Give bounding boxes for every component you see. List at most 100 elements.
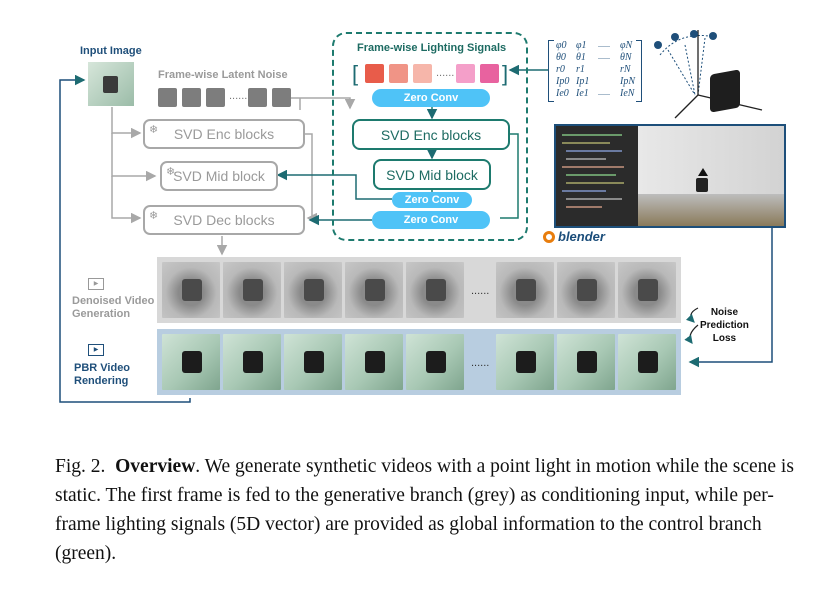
svd-mid-block-grey: ❄ SVD Mid block [160,161,278,191]
video-frame [162,334,220,390]
noise-square [248,88,267,107]
noise-square [182,88,201,107]
svd-dec-blocks-grey: ❄ SVD Dec blocks [143,205,305,235]
noise-square [158,88,177,107]
blender-logo-text: blender [558,229,605,244]
frame-object [577,279,597,301]
frame-object [243,279,263,301]
svd-enc-blocks-grey: ❄ SVD Enc blocks [143,119,305,149]
frame-object [516,351,536,373]
zero-conv-mid: Zero Conv [392,192,472,208]
video-frame [406,262,464,318]
frame-object [304,279,324,301]
matrix-cell: ...... [598,40,610,49]
matrix-cell: φN [620,40,633,51]
figure-caption: Fig. 2. Overview. We generate synthetic … [55,452,795,568]
matrix-cell: Ip0 [556,76,570,87]
latent-noise-label: Frame-wise Latent Noise [158,69,288,81]
bracket-right: ] [502,61,509,86]
matrix-cell: r0 [556,64,565,75]
input-image [88,62,134,106]
caption-title: Overview [115,456,196,477]
matrix-cell: θ1 [576,52,586,63]
denoised-video-row: ...... [157,257,681,323]
signal-ellipsis: ...... [436,67,455,79]
matrix-cell: ...... [598,88,610,97]
svd-dec-grey-label: SVD Dec blocks [173,212,275,228]
frame-object [516,279,536,301]
video-frame [557,262,615,318]
light-source-icon [690,30,698,38]
matrix-bracket-right [636,40,642,102]
frame-object [638,279,658,301]
blender-render-panel [554,124,786,228]
frame-object [638,351,658,373]
video-frame [345,262,403,318]
frame-ellipsis: ...... [471,285,490,297]
matrix-cell: Ie0 [556,88,569,99]
frame-object [577,351,597,373]
control-branch-region [332,32,528,241]
pbr-icon: ▶ [88,344,104,356]
zero-conv-bottom: Zero Conv [372,211,490,229]
noise-square [272,88,291,107]
zero-conv-top: Zero Conv [372,89,490,107]
loss-label: Noise Prediction Loss [700,307,749,344]
video-frame [345,334,403,390]
video-frame [557,334,615,390]
frozen-icon: ❄ [149,124,159,136]
frame-object [365,279,385,301]
lighting-signals-label: Frame-wise Lighting Signals [357,42,507,54]
video-frame [223,262,281,318]
caption-text: . We generate synthetic videos with a po… [55,456,794,564]
video-frame [618,262,676,318]
input-image-label: Input Image [80,45,142,57]
light-source-icon [709,32,717,40]
video-frame [284,262,342,318]
pbr-label: PBR Video Rendering [74,362,131,387]
svd-enc-blocks-green: SVD Enc blocks [352,119,510,150]
video-frame [496,334,554,390]
matrix-cell: ...... [598,52,610,61]
blender-logo: blender [543,229,605,244]
light-source-icon [654,41,662,49]
frame-object [304,351,324,373]
matrix-cell: θ0 [556,52,566,63]
bracket-left: [ [352,61,359,86]
frame-object [365,351,385,373]
video-frame [618,334,676,390]
matrix-bracket-left [548,40,554,102]
signal-square [365,64,384,83]
frame-object [182,279,202,301]
frame-object [426,279,446,301]
frozen-icon: ❄ [166,166,176,178]
frame-ellipsis: ...... [471,357,490,369]
denoised-icon: ▶ [88,278,104,290]
matrix-cell: rN [620,64,631,75]
denoised-label: Denoised Video Generation [72,295,155,320]
signal-square [456,64,475,83]
blender-logo-icon [543,230,555,243]
matrix-cell: IeN [620,88,635,99]
pbr-video-row: ...... [157,329,681,395]
frame-object [426,351,446,373]
signal-square [389,64,408,83]
noise-square [206,88,225,107]
frame-object [243,351,263,373]
light-source-icon [671,33,679,41]
signal-square [413,64,432,83]
matrix-cell: φ1 [576,40,587,51]
svd-mid-grey-label: SVD Mid block [173,168,265,184]
svd-enc-grey-label: SVD Enc blocks [173,126,275,142]
video-frame [496,262,554,318]
matrix-cell: r1 [576,64,585,75]
matrix-cell: Ip1 [576,76,590,87]
signal-square [480,64,499,83]
matrix-cell: Ie1 [576,88,589,99]
matrix-cell: IpN [620,76,635,87]
frozen-icon: ❄ [149,210,159,222]
frame-object [182,351,202,373]
video-frame [284,334,342,390]
video-frame [162,262,220,318]
caption-fig: Fig. 2. [55,456,106,477]
